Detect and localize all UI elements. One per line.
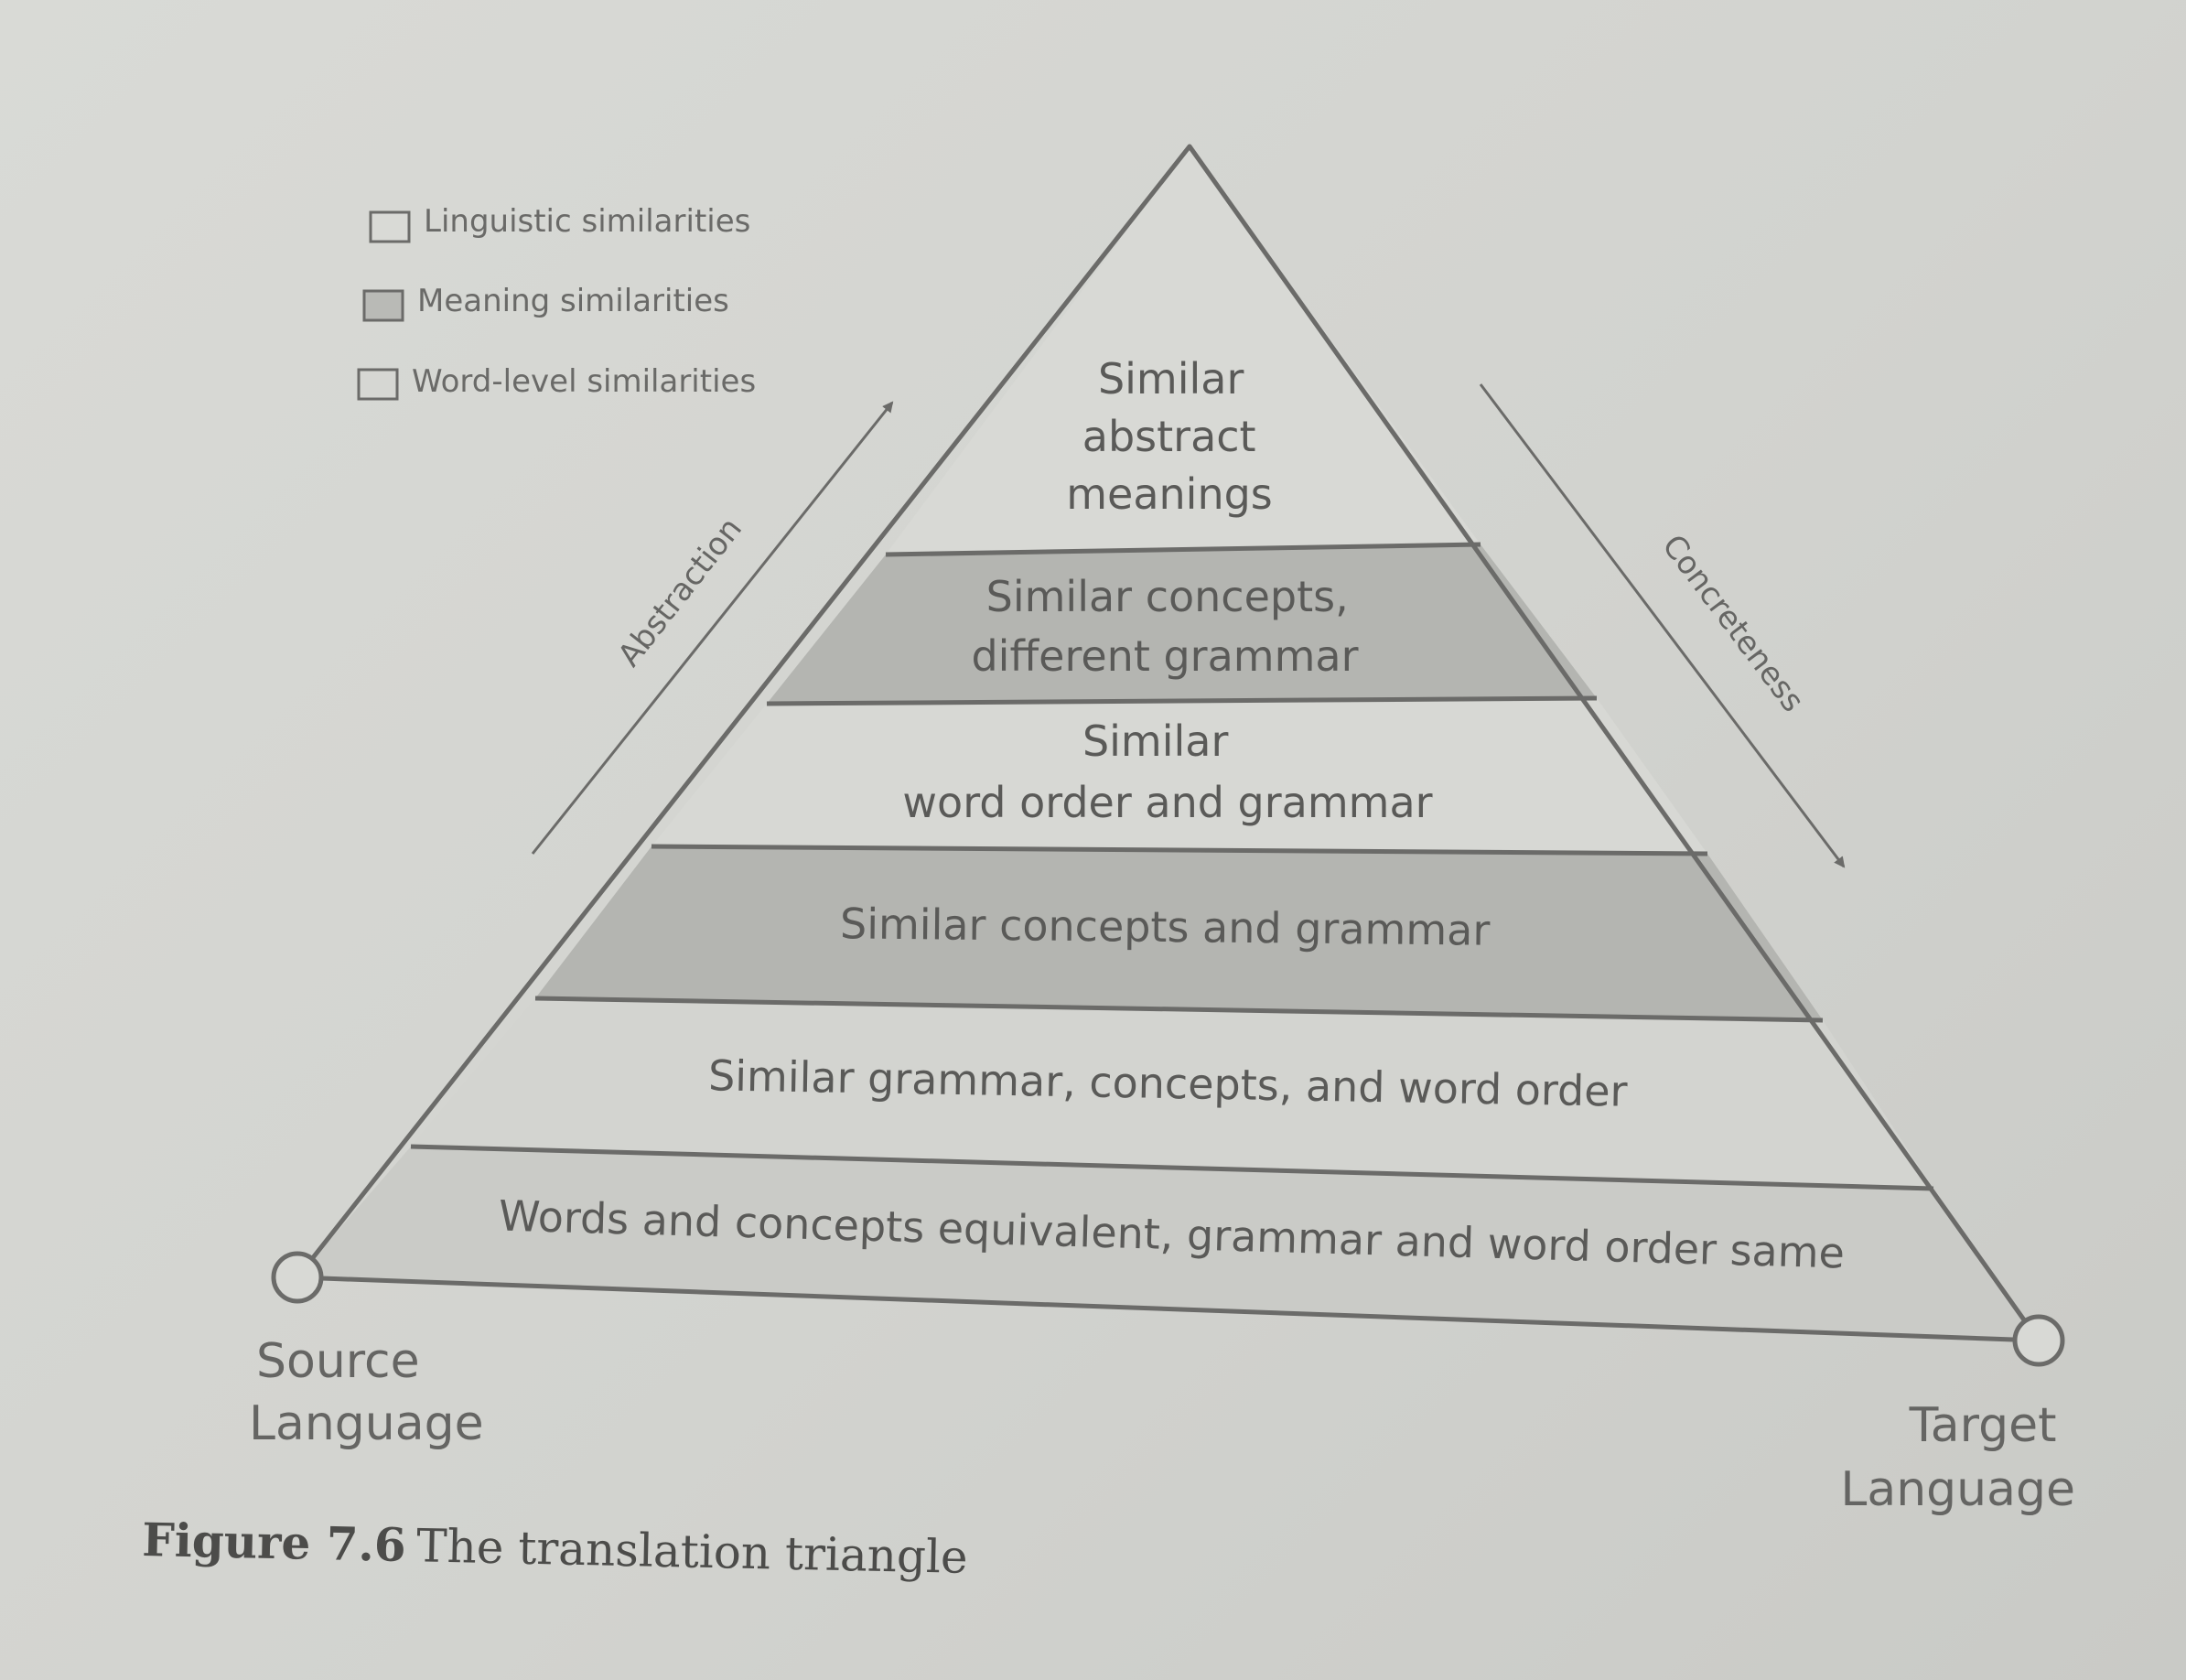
band-similar-abstract-meanings: [886, 146, 1481, 555]
legend-item-meaning: Meaning similarities: [362, 283, 729, 322]
source-language-node: [271, 1251, 324, 1304]
band-label-concepts-grammar: Similar concepts and grammar: [840, 899, 1491, 954]
legend-label-meaning: Meaning similarities: [417, 283, 729, 319]
band-similar-word-order-and-grammar: [651, 698, 1707, 854]
caption-number: Figure 7.6: [142, 1513, 407, 1572]
target-language-node: [2012, 1314, 2065, 1367]
legend: Linguistic similarities Meaning similari…: [357, 203, 756, 401]
band-divider-5: [410, 1144, 1934, 1191]
legend-swatch-linguistic: [369, 210, 411, 243]
legend-label-linguistic: Linguistic similarities: [424, 203, 750, 240]
band-similar-concepts-and-grammar: [535, 846, 1823, 1020]
triangle-outline: [295, 144, 2041, 1343]
band-label-abstract: Similar abstract meanings: [1066, 354, 1273, 519]
target-language-line2: Language: [1840, 1462, 2075, 1517]
legend-item-linguistic: Linguistic similarities: [369, 203, 750, 243]
legend-item-word-level: Word-level similarities: [357, 363, 756, 401]
figure-caption: Figure 7.6 The translation triangle: [142, 1513, 968, 1584]
band-label-concepts-different-grammar: Similar concepts, different grammar: [971, 572, 1362, 681]
band-divider-3: [651, 844, 1708, 856]
caption-title: The translation triangle: [416, 1519, 968, 1584]
band-label-wog-line2: word order and grammar: [902, 778, 1432, 827]
legend-label-word-level: Word-level similarities: [412, 363, 756, 400]
target-language-label: Target Language: [1840, 1398, 2075, 1517]
band-similar-concepts-different-grammar: [767, 544, 1597, 704]
band-label-word-order-grammar: Similar word order and grammar: [902, 716, 1432, 827]
legend-swatch-meaning: [362, 289, 404, 322]
source-language-line1: Source: [256, 1334, 420, 1389]
band-label-abstract-line2: abstract: [1082, 412, 1256, 461]
triangle: Similar abstract meanings Similar concep…: [295, 144, 2041, 1343]
band-label-cdg-line2: different grammar: [971, 631, 1358, 681]
band-label-wog-line1: Similar: [1082, 716, 1229, 766]
abstraction-arrow: [531, 401, 894, 855]
band-divider-1: [885, 542, 1481, 557]
band-divider-4: [534, 996, 1824, 1023]
abstraction-label: Abstraction: [611, 511, 749, 673]
band-label-abstract-line3: meanings: [1066, 469, 1273, 519]
concreteness-arrow: [1479, 383, 1846, 868]
band-similar-grammar-concepts-word-order: [411, 998, 1933, 1189]
band-label-abstract-line1: Similar: [1098, 354, 1244, 404]
band-divider-2: [766, 695, 1598, 706]
source-language-line2: Language: [249, 1396, 484, 1451]
band-label-cdg-line1: Similar concepts,: [986, 572, 1349, 621]
target-language-line1: Target: [1909, 1398, 2057, 1453]
concreteness-label: Concreteness: [1654, 528, 1811, 719]
legend-swatch-word-level: [357, 368, 399, 401]
source-language-label: Source Language: [249, 1334, 484, 1451]
